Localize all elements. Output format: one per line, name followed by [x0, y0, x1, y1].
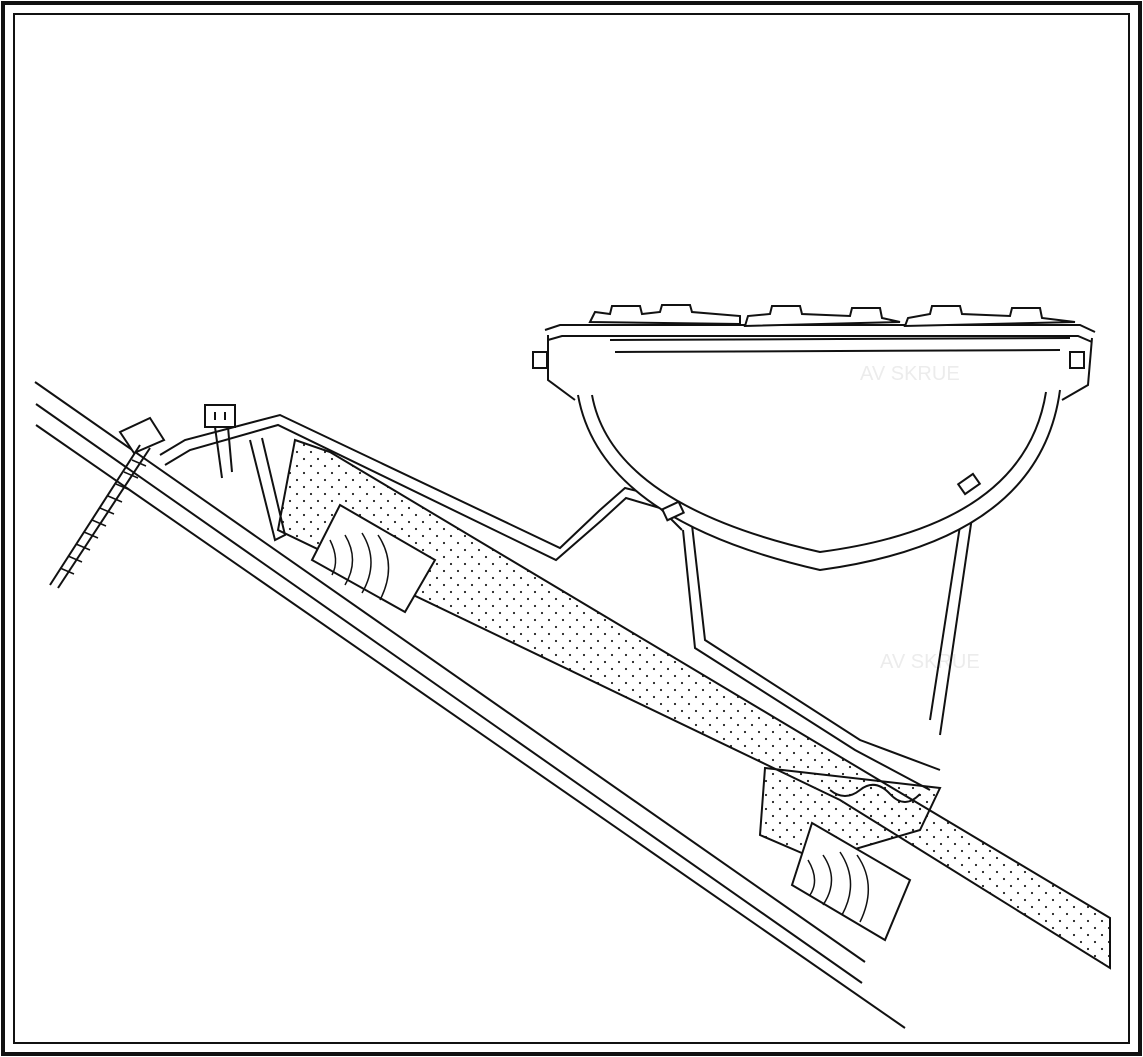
tile-break-edge — [829, 783, 921, 803]
profile-segment-3 — [903, 305, 1076, 328]
gutter-hook-left — [547, 335, 576, 401]
bracket-strap-bottom — [164, 423, 683, 562]
gutter-clamps — [660, 472, 982, 522]
ghost-text-2: AV SKRUE — [880, 651, 980, 673]
inner-border — [13, 13, 1130, 1044]
clamp-right — [956, 472, 982, 496]
profile-base-line-2 — [614, 349, 1061, 353]
rafter-top-line — [34, 381, 866, 963]
hanger-right-inner — [939, 489, 977, 736]
clamp-left — [660, 500, 686, 522]
gutter-bowl-outer — [577, 389, 1061, 572]
roof-structure — [34, 381, 906, 1029]
bracket-bolt — [204, 404, 236, 479]
bolt-head — [204, 404, 236, 428]
screw-shank — [49, 444, 141, 586]
profile-base-line — [609, 337, 1071, 341]
gutter-hook-right — [1061, 337, 1093, 401]
lower-batten-grain — [807, 851, 870, 923]
lower-tile-piece — [758, 766, 942, 862]
rafter-mid-line — [35, 403, 863, 984]
profile-segment-1 — [588, 304, 741, 326]
rafter-bottom-line — [35, 424, 906, 1029]
mounting-bracket — [159, 413, 977, 791]
ghost-text-layer: AV SKRUE AV SKRUE — [860, 363, 980, 673]
hanger-rod-outer — [691, 524, 941, 771]
gutter-assembly — [532, 324, 1096, 572]
screw-thread — [59, 459, 147, 575]
screw-head — [118, 416, 166, 455]
snow-guard-profile — [588, 304, 1076, 353]
wood-screw — [49, 416, 166, 589]
hanger-rod-inner — [682, 529, 931, 791]
bracket-vertical-leg — [249, 437, 287, 542]
hook-bolt-left — [532, 351, 548, 369]
profile-segment-2 — [743, 305, 901, 328]
hook-bolt-right — [1069, 351, 1085, 369]
upper-batten — [310, 503, 437, 614]
gutter-top-rail — [544, 324, 1096, 333]
upper-batten-grain — [329, 532, 390, 601]
gutter-top-rail-2 — [547, 335, 1093, 343]
screw-shank-2 — [57, 447, 151, 589]
gutter-bowl-inner — [591, 391, 1047, 554]
ghost-text-1: AV SKRUE — [860, 363, 960, 385]
